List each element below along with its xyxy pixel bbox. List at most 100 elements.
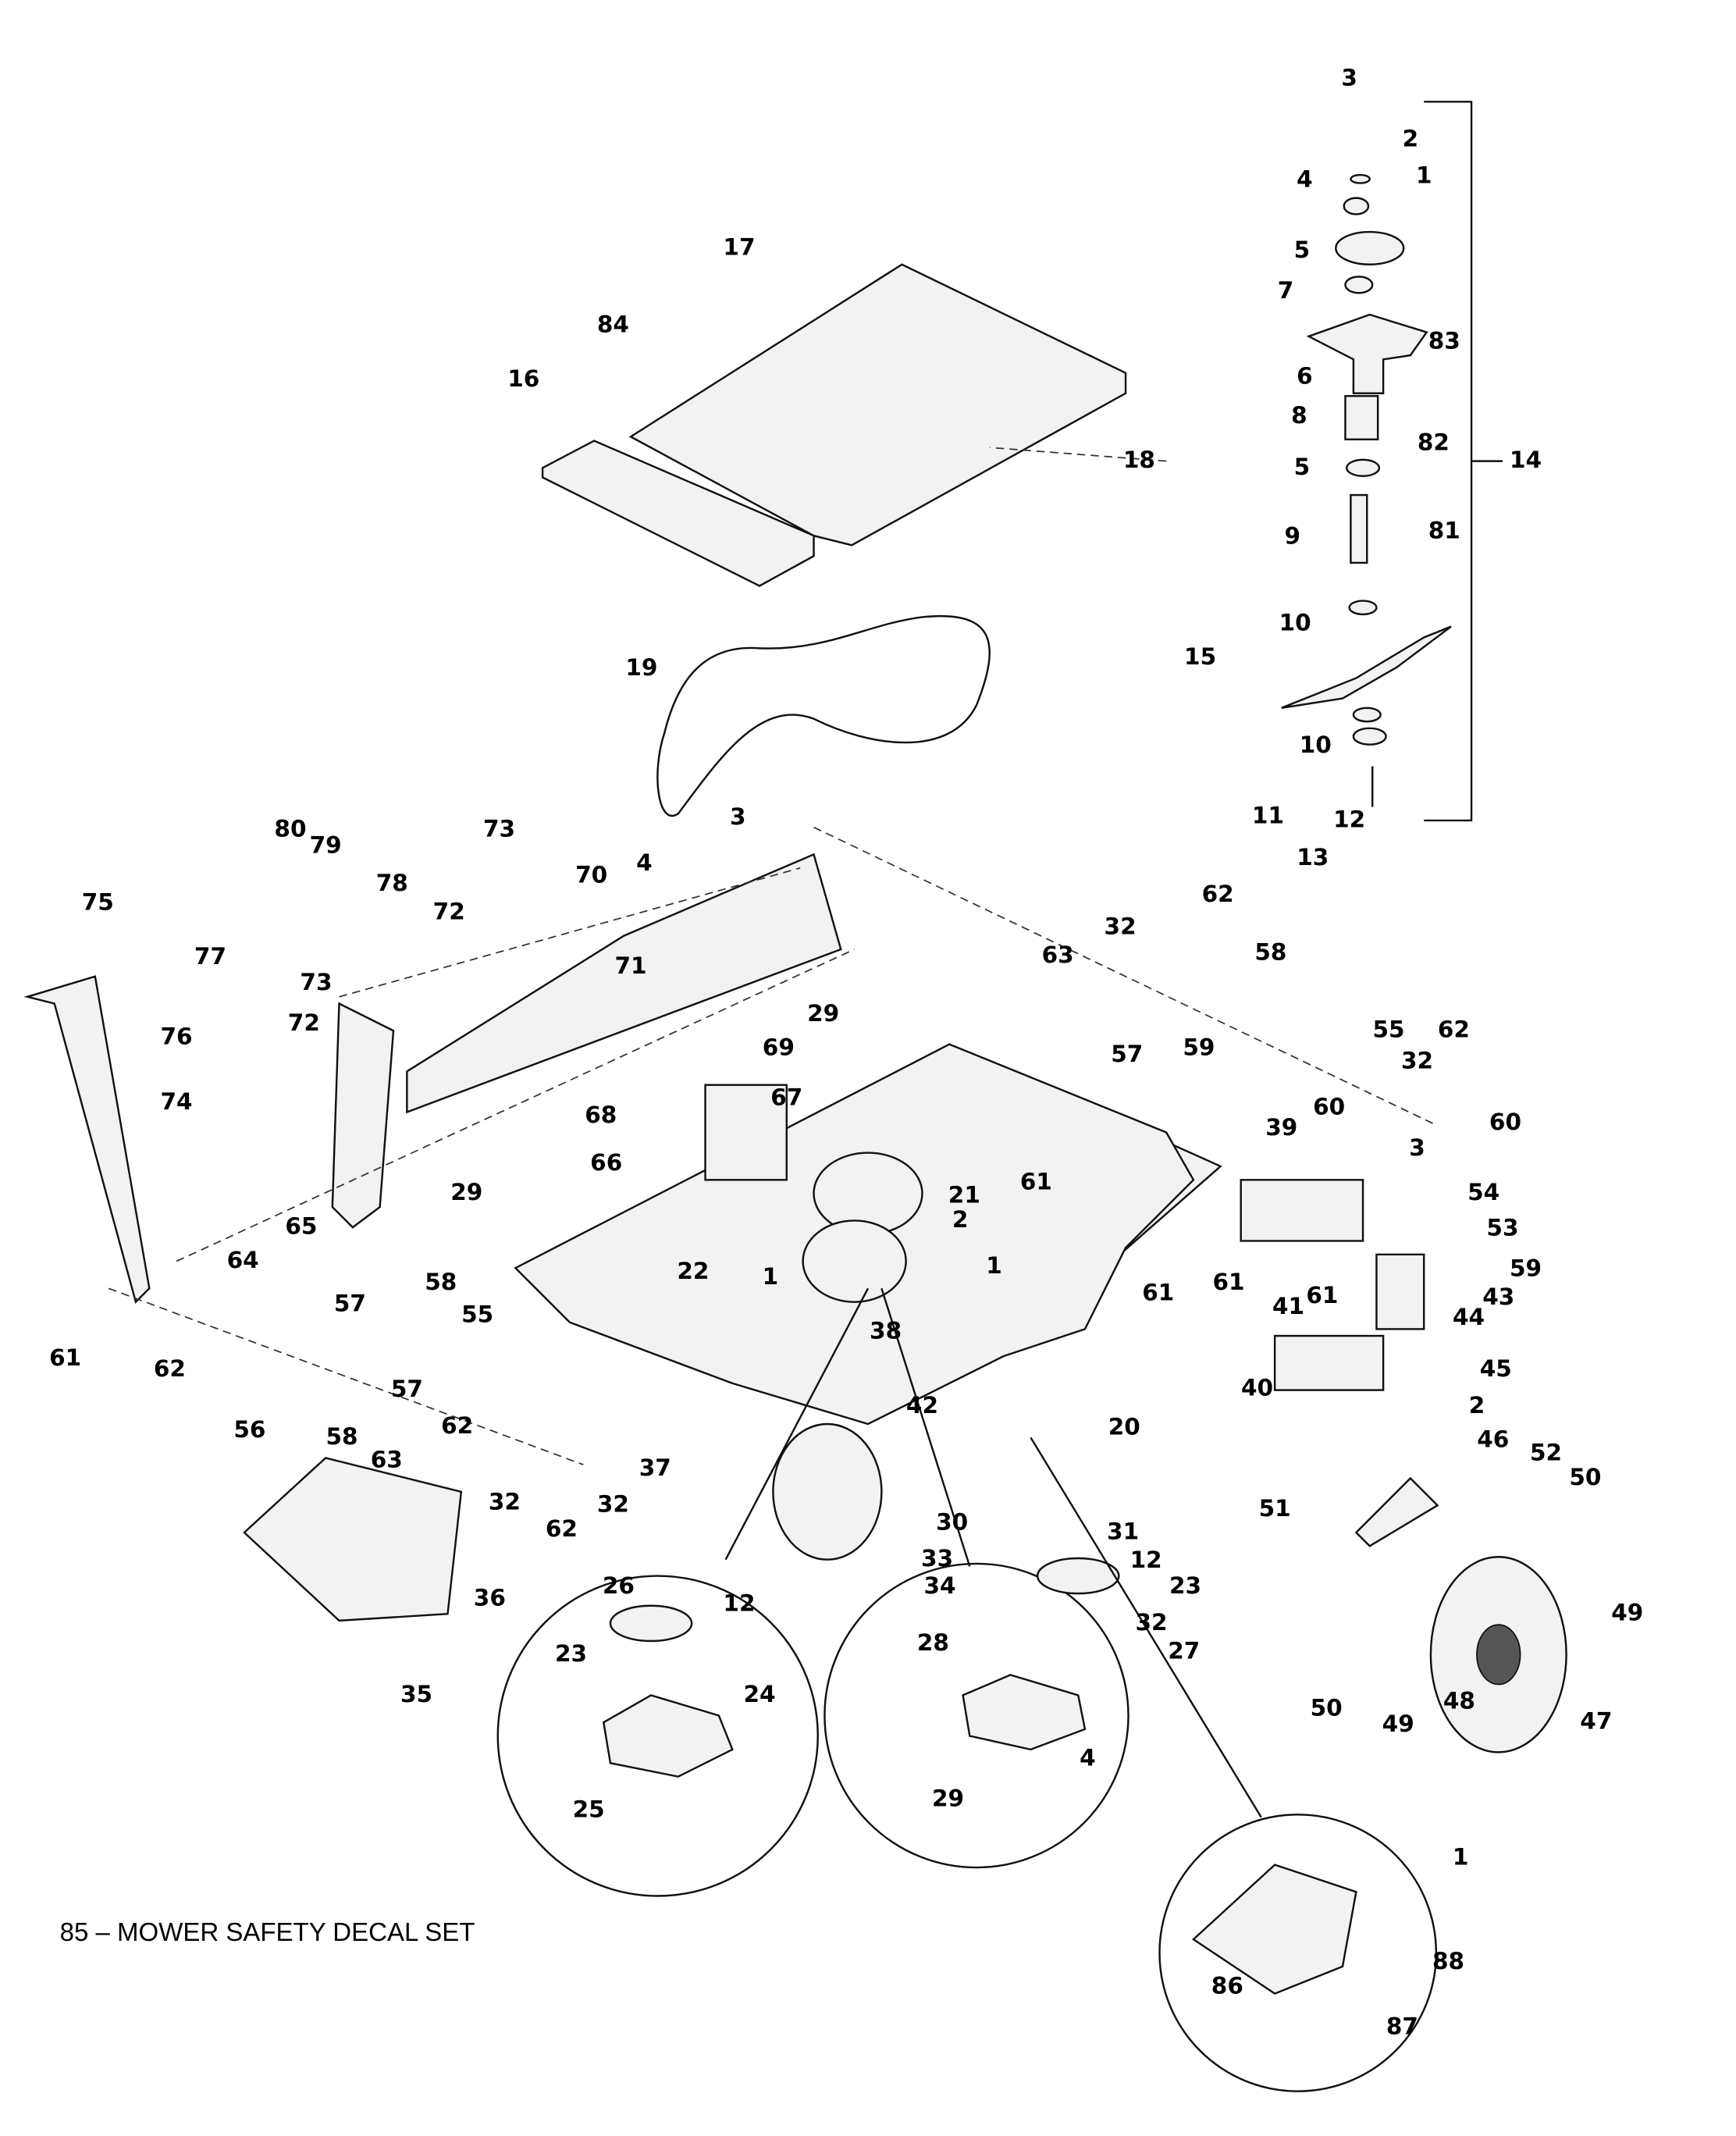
- callout-part-6: 6: [1297, 362, 1313, 389]
- callout-part-50: 50: [1569, 1464, 1601, 1490]
- callout-part-64: 64: [227, 1247, 259, 1273]
- callout-part-32: 32: [1136, 1609, 1168, 1636]
- callout-part-2: 2: [1403, 125, 1419, 151]
- callout-part-41: 41: [1272, 1293, 1304, 1319]
- callout-part-25: 25: [573, 1796, 605, 1823]
- mower-deck: [23, 447, 1567, 1753]
- callout-part-12: 12: [1130, 1547, 1162, 1573]
- callout-part-29: 29: [450, 1179, 482, 1205]
- callout-part-63: 63: [1042, 942, 1074, 968]
- spindle-assembly: [1281, 101, 1503, 822]
- callout-part-63: 63: [371, 1446, 403, 1472]
- callout-part-59: 59: [1183, 1034, 1215, 1060]
- callout-part-46: 46: [1477, 1426, 1509, 1452]
- callout-part-38: 38: [870, 1317, 902, 1344]
- callout-part-61: 61: [1142, 1280, 1174, 1306]
- callout-part-12: 12: [1333, 806, 1365, 832]
- callout-part-62: 62: [546, 1515, 578, 1542]
- callout-part-1: 1: [763, 1263, 779, 1290]
- callout-part-3: 3: [1341, 64, 1357, 91]
- callout-part-39: 39: [1265, 1114, 1297, 1141]
- callout-part-49: 49: [1382, 1711, 1414, 1737]
- callout-part-60: 60: [1489, 1109, 1521, 1135]
- callout-part-72: 72: [433, 899, 465, 925]
- callout-part-43: 43: [1482, 1283, 1514, 1310]
- callout-part-88: 88: [1432, 1948, 1464, 1974]
- callout-part-87: 87: [1386, 2013, 1418, 2040]
- callout-part-9: 9: [1284, 522, 1300, 549]
- callout-part-13: 13: [1297, 844, 1329, 870]
- callout-part-81: 81: [1428, 517, 1460, 543]
- callout-part-36: 36: [474, 1585, 506, 1611]
- detail-circle-tensioner: [824, 1562, 1129, 1869]
- callout-part-57: 57: [391, 1376, 423, 1402]
- callout-part-57: 57: [1111, 1041, 1143, 1067]
- callout-part-48: 48: [1443, 1688, 1475, 1714]
- callout-part-50: 50: [1311, 1694, 1343, 1721]
- callout-part-17: 17: [723, 233, 755, 260]
- detail-circle-hinge: [1158, 1814, 1438, 2092]
- callout-part-30: 30: [936, 1508, 968, 1535]
- callout-part-65: 65: [285, 1213, 317, 1240]
- callout-part-82: 82: [1418, 429, 1450, 456]
- callout-part-62: 62: [441, 1412, 473, 1439]
- callout-part-44: 44: [1453, 1304, 1485, 1330]
- callout-part-26: 26: [603, 1572, 635, 1599]
- callout-part-80: 80: [274, 816, 306, 842]
- callout-part-21: 21: [948, 1182, 980, 1209]
- callout-part-53: 53: [1486, 1214, 1518, 1241]
- callout-part-60: 60: [1313, 1094, 1345, 1120]
- callout-part-5: 5: [1294, 237, 1311, 263]
- callout-part-49: 49: [1611, 1600, 1643, 1626]
- callout-part-61: 61: [49, 1344, 81, 1371]
- callout-part-62: 62: [1202, 881, 1234, 907]
- callout-part-18: 18: [1123, 447, 1155, 473]
- callout-part-1: 1: [986, 1252, 1002, 1279]
- callout-part-55: 55: [1373, 1016, 1405, 1043]
- callout-part-28: 28: [917, 1629, 949, 1656]
- callout-part-27: 27: [1168, 1637, 1200, 1664]
- callout-part-34: 34: [924, 1572, 956, 1599]
- callout-part-2: 2: [952, 1206, 969, 1233]
- callout-part-66: 66: [590, 1149, 622, 1176]
- callout-part-12: 12: [723, 1590, 755, 1617]
- callout-part-79: 79: [310, 831, 342, 858]
- callout-part-23: 23: [1169, 1572, 1201, 1599]
- callout-part-73: 73: [300, 969, 332, 995]
- callout-part-83: 83: [1428, 327, 1460, 354]
- callout-part-57: 57: [334, 1290, 366, 1317]
- callout-part-61: 61: [1020, 1168, 1052, 1194]
- callout-part-35: 35: [400, 1681, 432, 1707]
- drive-belt: [656, 615, 991, 817]
- callout-part-62: 62: [154, 1355, 186, 1382]
- callout-part-19: 19: [625, 654, 657, 681]
- callout-part-52: 52: [1530, 1440, 1562, 1466]
- callout-part-3: 3: [1409, 1134, 1425, 1161]
- callout-part-31: 31: [1107, 1518, 1139, 1544]
- callout-part-10: 10: [1300, 732, 1332, 758]
- callout-part-5: 5: [1294, 454, 1311, 480]
- callout-part-10: 10: [1279, 610, 1311, 636]
- callout-part-55: 55: [461, 1301, 493, 1328]
- callout-part-47: 47: [1580, 1708, 1612, 1735]
- caption-decal-set: 85 – MOWER SAFETY DECAL SET: [60, 1917, 475, 1946]
- deck-covers: [541, 263, 1127, 587]
- callout-part-77: 77: [194, 943, 226, 970]
- callout-part-8: 8: [1291, 402, 1307, 429]
- callout-part-23: 23: [555, 1640, 587, 1667]
- callout-part-1: 1: [1416, 162, 1432, 188]
- callout-part-70: 70: [575, 862, 607, 888]
- callout-part-32: 32: [489, 1488, 521, 1515]
- detail-circle-idler: [496, 1575, 819, 1897]
- callout-part-4: 4: [1297, 166, 1313, 193]
- callout-part-69: 69: [763, 1034, 795, 1060]
- callout-part-4: 4: [1080, 1745, 1096, 1771]
- callout-part-24: 24: [743, 1681, 775, 1707]
- callout-part-15: 15: [1184, 643, 1216, 670]
- callout-part-45: 45: [1480, 1355, 1512, 1382]
- callout-part-74: 74: [161, 1088, 193, 1115]
- callout-part-16: 16: [507, 365, 539, 392]
- callout-part-71: 71: [614, 952, 646, 979]
